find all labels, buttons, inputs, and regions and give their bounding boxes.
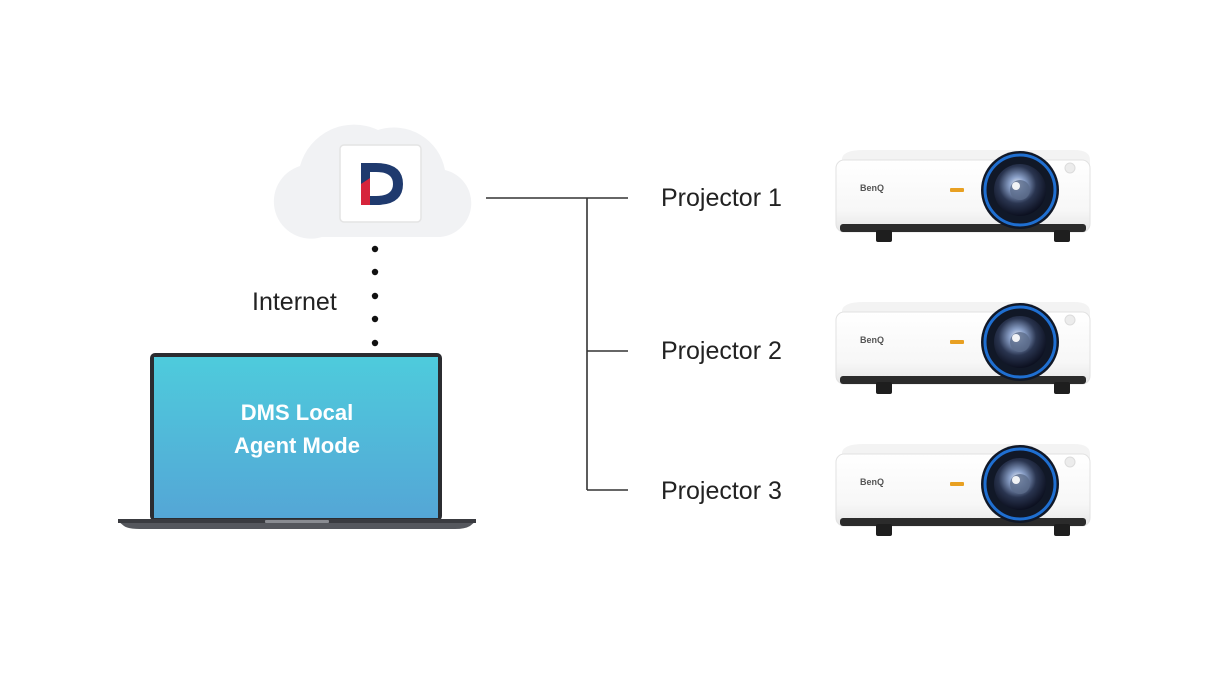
svg-text:BenQ: BenQ — [860, 477, 884, 487]
connection-lines — [486, 197, 628, 491]
projector-2-image: BenQ — [834, 300, 1092, 396]
dms-logo-icon — [339, 144, 422, 223]
projector-1-label: Projector 1 — [661, 184, 782, 212]
projector-3-label: Projector 3 — [661, 477, 782, 505]
internet-link-dots — [371, 245, 379, 347]
svg-text:BenQ: BenQ — [860, 335, 884, 345]
projector-1-image: BenQ — [834, 148, 1092, 244]
laptop — [118, 353, 476, 529]
projector-3-image: BenQ — [834, 442, 1092, 538]
laptop-screen-line-2: Agent Mode — [234, 433, 360, 458]
projector-2-label: Projector 2 — [661, 337, 782, 365]
laptop-screen-line-1: DMS Local — [240, 400, 354, 425]
svg-text:BenQ: BenQ — [860, 183, 884, 193]
internet-label: Internet — [252, 288, 337, 316]
laptop-screen — [154, 357, 438, 518]
